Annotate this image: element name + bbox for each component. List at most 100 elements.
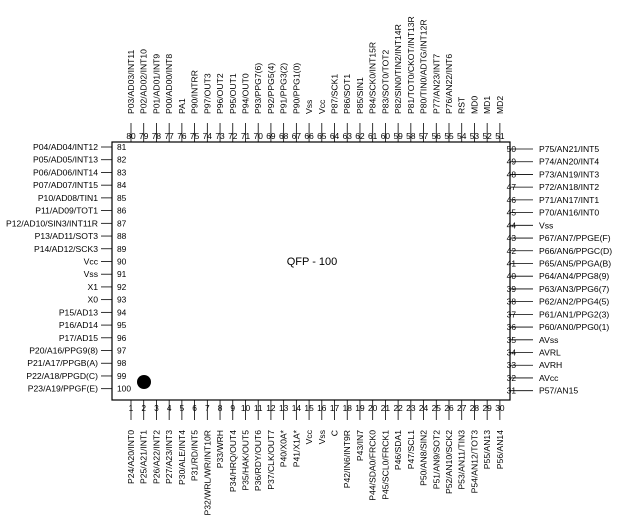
pin-label: P16/AD14 (59, 320, 98, 330)
pin-label: AVcc (539, 373, 559, 383)
pin-label: P27/A23/INT3 (164, 430, 174, 484)
pin-label: P50/AN8/SIN2 (419, 430, 429, 486)
pin-label: P87/SCK1 (330, 74, 340, 114)
pin-label: P05/AD05/INT13 (33, 155, 98, 165)
pin-label: P70/AN16/INT0 (539, 208, 599, 218)
pin-number: 90 (117, 256, 127, 266)
pin-number: 83 (117, 167, 127, 177)
pin-label: P80/TIN0/ADTG/INT12R (419, 19, 429, 114)
pin-number: 71 (241, 131, 251, 141)
pin-number: 79 (139, 131, 149, 141)
pin-number: 49 (507, 157, 517, 167)
pin-label: P55/AN13 (482, 430, 492, 469)
pin-number: 56 (432, 131, 442, 141)
pin-label: P53/AN11/TIN3 (457, 430, 467, 490)
pin-label: P51/AN9/SOT2 (431, 430, 441, 489)
pin-label: P22/A18/PPGD(C) (26, 371, 98, 381)
pin-label: P17/AD15 (59, 333, 98, 343)
pin-label: P61/AN1/PPG2(3) (539, 309, 609, 319)
pin-label: P60/AN0/PPG0(1) (539, 322, 609, 332)
pin-number: 61 (368, 131, 378, 141)
pin-label: P42/IN6/INT9R (342, 430, 352, 488)
pin-number: 6 (192, 403, 197, 413)
pin-label: P66/AN6/PPGC(D) (539, 246, 612, 256)
package-label: QFP - 100 (287, 256, 338, 268)
pin-number: 44 (507, 220, 517, 230)
pin-number: 94 (117, 307, 127, 317)
pin-number: 72 (228, 131, 238, 141)
pin-label: P13/AD11/SOT3 (35, 231, 99, 241)
pin-number: 74 (203, 131, 213, 141)
pin-label: P82/SIN0/TIN2/INT14R (393, 24, 403, 114)
pin-label: P81/TOT0/CKOT/INT13R (406, 16, 416, 114)
pin-number: 78 (152, 131, 162, 141)
pin-number: 9 (230, 403, 235, 413)
pin-label: P24/A20/INT0 (126, 430, 136, 484)
pin-number: 33 (507, 360, 517, 370)
pin-number: 77 (164, 131, 174, 141)
pin-number: 18 (343, 403, 353, 413)
pin-number: 85 (117, 193, 127, 203)
pin-number: 28 (470, 403, 480, 413)
pin-number: 92 (117, 282, 127, 292)
pin-label: P85/SIN1 (355, 77, 365, 114)
pin-label: P36/RDY/OUT6 (253, 430, 263, 491)
pin-label: P12/AD10/SIN3/INT11R (6, 218, 98, 228)
pin-number: 17 (330, 403, 340, 413)
pin-number: 16 (317, 403, 327, 413)
pin-number: 34 (507, 348, 517, 358)
pin-number: 51 (495, 131, 505, 141)
pin-label: P73/AN19/INT3 (539, 169, 599, 179)
pin-label: P06/AD06/INT14 (33, 167, 98, 177)
pin-number: 27 (457, 403, 467, 413)
pin-label: Vss (304, 100, 314, 114)
pin-label: P40/X0A* (279, 429, 289, 467)
pin-number: 32 (507, 373, 517, 383)
pin-number: 58 (406, 131, 416, 141)
pin-label: P04/AD04/INT12 (33, 142, 98, 152)
pin-label: P52/AN10/SCK2 (444, 430, 454, 494)
pin-label: P77/AN23/INT7 (431, 54, 441, 114)
pin-label: P62/AN2/PPG4(5) (539, 297, 609, 307)
pin-label: P93/PPG7(6) (253, 63, 263, 114)
pin-label: P72/AN18/INT2 (539, 182, 599, 192)
pin-number: 57 (419, 131, 429, 141)
pin-label: MD1 (482, 96, 492, 114)
pin-label: P41/X1A* (291, 429, 301, 467)
pin-label: P45/SCL0/FRCK1 (380, 430, 390, 500)
pin-label: P34/HRQ/OUT4 (228, 430, 238, 492)
pin-label: P54/AN12/TOT3 (469, 430, 479, 494)
pin-number: 20 (368, 403, 378, 413)
pin-label: RST (457, 96, 467, 114)
pin-label: P23/A19/PPGF(E) (28, 384, 98, 394)
pin-number: 38 (507, 297, 517, 307)
pin-number: 87 (117, 218, 127, 228)
pin-label: P44/SDA0/FRCK0 (368, 430, 378, 501)
pin-label: P65/AN5/PPGA(B) (539, 258, 611, 268)
pin-label: AVRH (539, 360, 562, 370)
pin-number: 35 (507, 335, 517, 345)
pin-number: 15 (304, 403, 314, 413)
pin-number: 25 (432, 403, 442, 413)
pin-label: P07/AD07/INT15 (33, 180, 98, 190)
pin-label: P84/SCK0/INT15R (368, 42, 378, 114)
pin-label: Vss (317, 430, 327, 444)
pin-number: 12 (266, 403, 276, 413)
pin-number: 82 (117, 155, 127, 165)
pin-label: P74/AN20/INT4 (539, 157, 599, 167)
pin-label: P96/OUT2 (215, 73, 225, 114)
pin-label: P20/A16/PPG9(8) (29, 346, 98, 356)
pin-label: P86/SOT1 (342, 74, 352, 114)
pin-number: 36 (507, 322, 517, 332)
pin-number: 23 (406, 403, 416, 413)
pin-number: 21 (381, 403, 391, 413)
pin-label: Vcc (317, 99, 327, 114)
pin-groups: 80P03/AD03/INT1179P02/AD02/INT1078P01/AD… (6, 16, 612, 515)
pin-number: 99 (117, 371, 127, 381)
pin-number: 7 (205, 403, 210, 413)
pin-label: MD0 (469, 96, 479, 114)
pin-label: Vss (539, 220, 553, 230)
pin-label: P71/AN17/INT1 (539, 195, 599, 205)
pin-number: 53 (470, 131, 480, 141)
